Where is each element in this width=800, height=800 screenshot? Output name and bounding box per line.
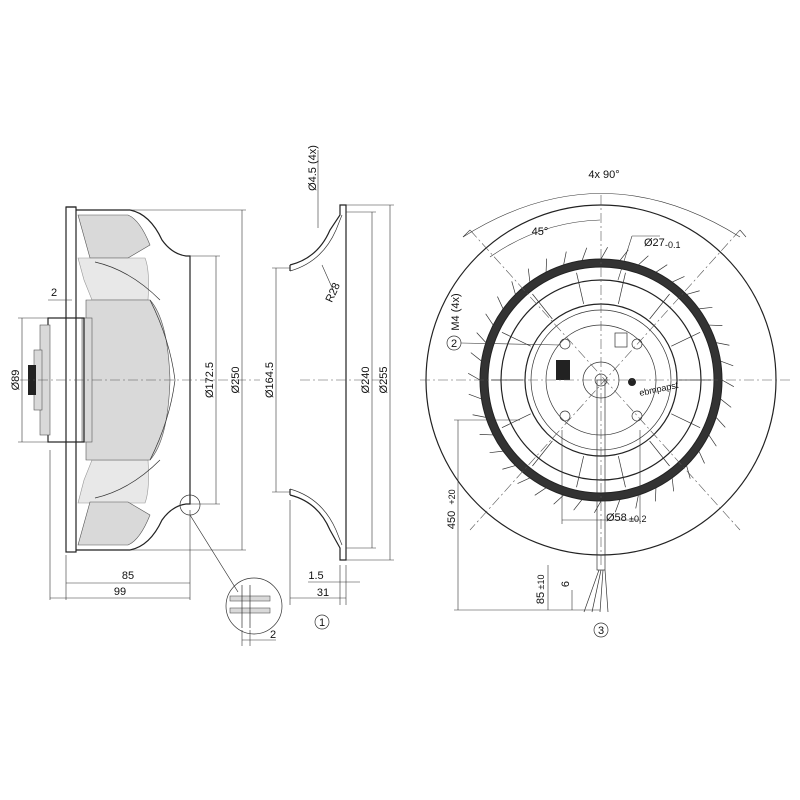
spoke-line bbox=[532, 293, 553, 320]
ring-width-label: 31 bbox=[317, 587, 329, 599]
spoke-line bbox=[618, 455, 626, 488]
blade-tab bbox=[472, 414, 486, 418]
side-depth-85-label: 85 bbox=[122, 570, 134, 582]
ring-mid-diameter: Ø240 bbox=[360, 367, 372, 394]
front-strip-length: 85 bbox=[535, 592, 547, 604]
front-cable-callout: 3 bbox=[598, 625, 604, 637]
ring-callout-label: 1 bbox=[319, 617, 325, 629]
spoke-line bbox=[501, 413, 531, 429]
blade-tab bbox=[497, 296, 504, 310]
blade-tab bbox=[573, 499, 583, 511]
spoke-line bbox=[671, 413, 701, 429]
blade-tab bbox=[698, 306, 713, 310]
blade-tab bbox=[671, 276, 685, 283]
front-six-label: 6 bbox=[560, 581, 572, 587]
spoke-line bbox=[649, 293, 670, 320]
blade-tab bbox=[545, 258, 547, 273]
side-outer-diameter: Ø250 bbox=[230, 367, 242, 394]
front-cable-length: 450 bbox=[446, 511, 458, 529]
blade-tab bbox=[553, 494, 564, 505]
blade-tab bbox=[638, 255, 649, 266]
side-view: 2 85 99 Ø89 Ø172.5 Ø250 2 bbox=[10, 206, 283, 646]
spoke-line bbox=[618, 272, 626, 305]
ring-callout-circle bbox=[314, 614, 330, 630]
blade-tab bbox=[708, 324, 723, 326]
blade-tab bbox=[534, 487, 547, 496]
blade-tab bbox=[708, 434, 717, 447]
blade-tab bbox=[468, 393, 482, 400]
blade-tab bbox=[686, 465, 691, 479]
blade-tab bbox=[721, 379, 735, 387]
blade-tab bbox=[485, 313, 494, 326]
front-spokes bbox=[467, 246, 735, 514]
blade-tab bbox=[517, 477, 531, 484]
side-inlet-diameter: Ø172.5 bbox=[204, 362, 216, 398]
ring-outer-diameter: Ø255 bbox=[378, 367, 390, 394]
front-strip-tol: ±10 bbox=[536, 575, 546, 590]
ring-inner-diameter: Ø164.5 bbox=[264, 362, 276, 398]
blade-tab bbox=[476, 332, 487, 343]
front-view: ebmpapst 4x 90° 45° Ø27 -0.1 M4 (4x) 2 4… bbox=[420, 169, 790, 638]
spoke-line bbox=[532, 440, 553, 467]
front-dia-27: Ø27 bbox=[644, 237, 665, 249]
side-offset-label: 2 bbox=[51, 287, 57, 299]
ring-hole-label: Ø4.5 (4x) bbox=[307, 145, 319, 191]
blade-tab bbox=[619, 249, 629, 261]
blade-tab bbox=[581, 247, 588, 261]
blade-tab bbox=[671, 477, 675, 492]
blade-tab bbox=[720, 360, 734, 367]
spoke-line bbox=[501, 331, 531, 347]
blade-tab bbox=[470, 352, 482, 362]
front-angle-pattern: 4x 90° bbox=[588, 169, 619, 181]
inlet-ring-view: Ø4.5 (4x) R28 Ø164.5 Ø240 Ø255 1.5 31 1 bbox=[264, 145, 394, 630]
blade-tab bbox=[698, 450, 705, 464]
front-dia-58: Ø58 bbox=[606, 512, 627, 524]
spoke-line bbox=[576, 455, 584, 488]
blade-tab bbox=[655, 264, 668, 273]
spoke-line bbox=[576, 272, 584, 305]
detail-offset-label: 2 bbox=[270, 629, 276, 641]
front-thread-label: M4 (4x) bbox=[450, 293, 462, 330]
blade-tab bbox=[600, 246, 608, 260]
blade-tab bbox=[614, 499, 621, 513]
blade-tab bbox=[594, 500, 602, 514]
blade-tab bbox=[635, 495, 639, 509]
blade-tab bbox=[716, 342, 730, 346]
blade-tab bbox=[479, 434, 494, 436]
blade-tab bbox=[511, 281, 516, 295]
spoke-line bbox=[649, 440, 670, 467]
side-depth-99-label: 99 bbox=[114, 586, 126, 598]
side-hub-diameter: Ø89 bbox=[10, 370, 22, 391]
blade-tab bbox=[715, 417, 726, 428]
blade-tab bbox=[655, 487, 657, 502]
blade-tab bbox=[489, 450, 504, 454]
spoke-line bbox=[671, 331, 701, 347]
blade-tab bbox=[686, 290, 700, 295]
blade-tab bbox=[720, 398, 732, 408]
front-thread-callout: 2 bbox=[451, 338, 457, 350]
ring-thickness-label: 1.5 bbox=[308, 570, 323, 582]
ring-radius-label: R28 bbox=[324, 281, 343, 304]
front-dia-27-tol: -0.1 bbox=[665, 240, 681, 250]
front-cable-length-tol: +20 bbox=[447, 489, 457, 504]
front-dia-58-tol: ±0.2 bbox=[629, 514, 646, 524]
blade-tab bbox=[563, 251, 567, 265]
blade-tab bbox=[467, 373, 481, 381]
detail-view: 2 bbox=[225, 577, 283, 646]
front-angle: 45° bbox=[532, 226, 549, 238]
blade-tab bbox=[502, 465, 516, 470]
cable-callout-circle bbox=[593, 622, 609, 638]
blade-tab bbox=[527, 268, 531, 283]
